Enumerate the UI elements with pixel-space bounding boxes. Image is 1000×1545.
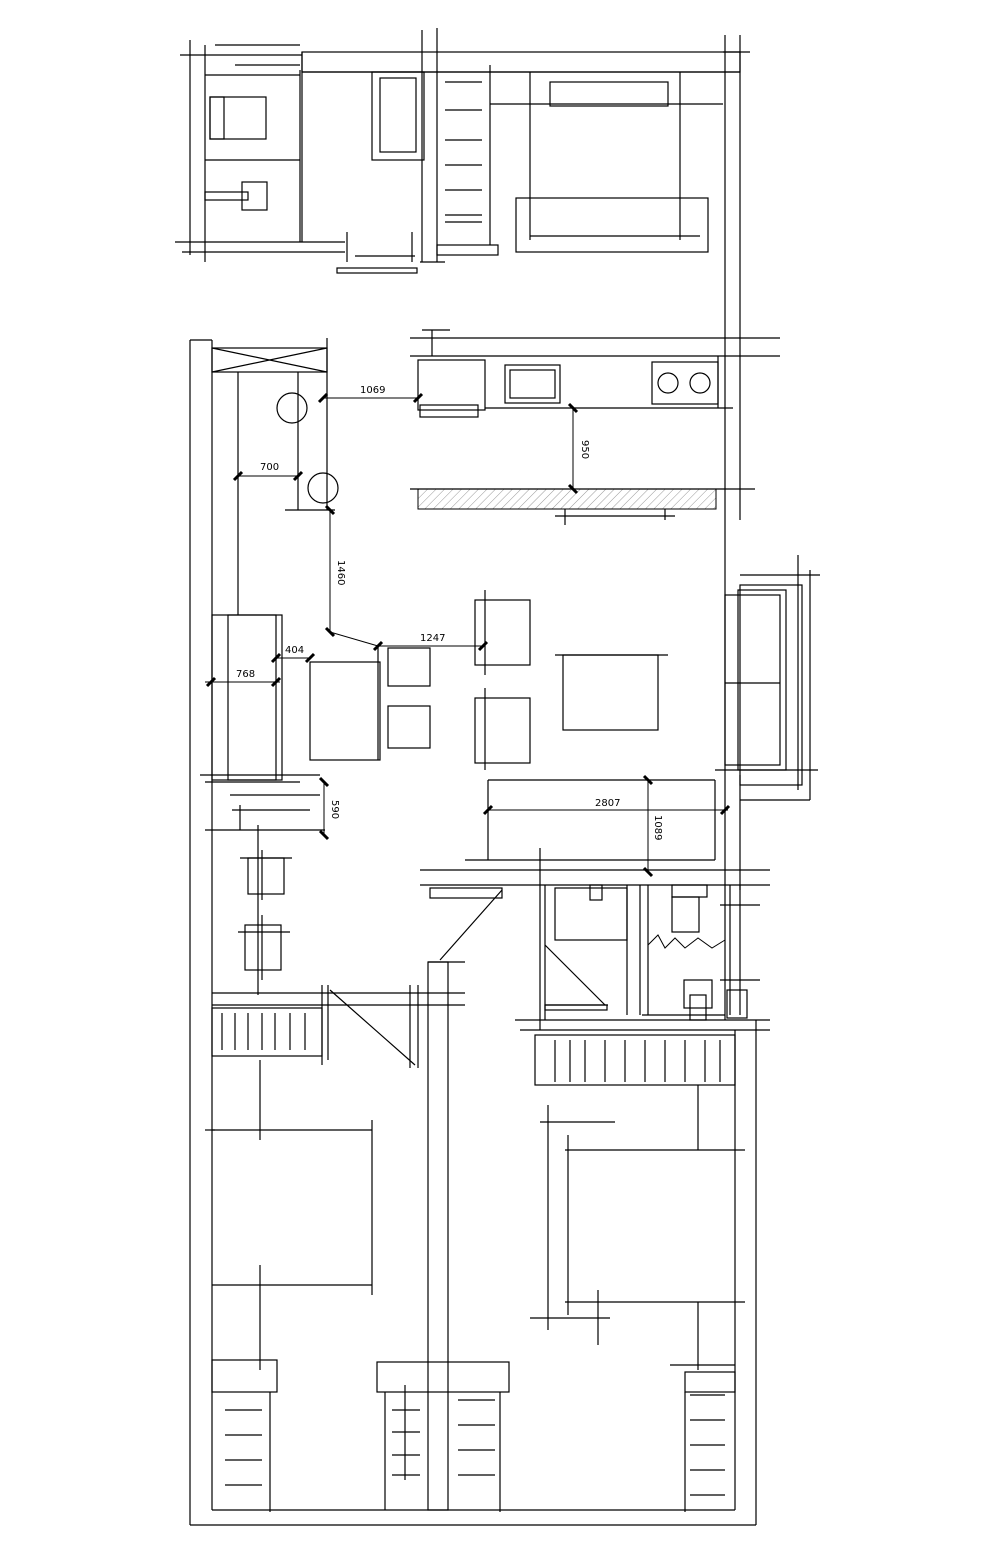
dim-1460-label: 1460 [335, 560, 346, 585]
dim-1069-label: 1069 [360, 385, 385, 396]
dim-404-label: 404 [285, 645, 304, 656]
dimension-lines: 1069 700 950 1460 1247 404 768 [205, 385, 731, 878]
bathroom [420, 848, 770, 1031]
dim-590-label: 590 [329, 800, 340, 819]
outer-walls [189, 339, 757, 1526]
dim-700-label: 700 [260, 462, 279, 473]
dim-768-label: 768 [236, 669, 255, 680]
dim-1247-label: 1247 [420, 633, 445, 644]
kitchen [410, 329, 780, 525]
dining-area [377, 590, 668, 770]
right-bedroom [530, 1034, 745, 1512]
dim-1089-label: 1089 [652, 815, 663, 840]
top-block [175, 28, 750, 590]
entry-area [200, 338, 381, 995]
dim-2807-label: 2807 [595, 798, 620, 809]
dim-950-label: 950 [579, 440, 590, 459]
living-sofa [465, 555, 820, 1020]
left-bedroom [205, 961, 510, 1512]
